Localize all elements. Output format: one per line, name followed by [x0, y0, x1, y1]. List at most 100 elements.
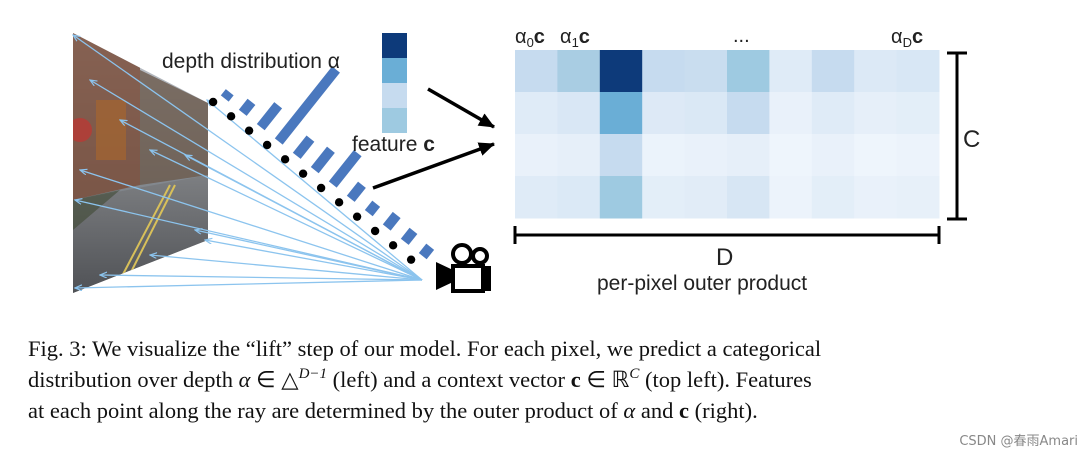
outer-product-label: per-pixel outer product [597, 272, 807, 295]
grid-cell-r2-c1 [557, 134, 601, 177]
ray-12 [205, 240, 423, 281]
sample-point-1 [226, 112, 236, 121]
caption-l3-b: and [635, 398, 679, 423]
depth-sample-points [208, 97, 416, 264]
caption-line-3: at each point along the ray are determin… [28, 395, 1038, 426]
sample-point-11 [406, 255, 416, 264]
ray-9 [150, 255, 423, 281]
grid-cell-r0-c3 [642, 50, 686, 93]
col-label-alpha0: α0c [515, 26, 545, 50]
caption-alpha: α [238, 367, 251, 392]
sample-point-10 [388, 241, 398, 250]
caption-l3-c: (right). [688, 398, 758, 423]
grid-cell-r2-c8 [854, 134, 898, 177]
ray-5 [150, 150, 423, 281]
caption-alpha-2: α [623, 398, 636, 423]
grid-cell-r1-c0 [515, 92, 558, 135]
ray-11 [75, 279, 423, 288]
grid-cell-r0-c9 [896, 50, 940, 93]
caption-l3-a: at each point along the ray are determin… [28, 398, 624, 423]
caption-l2-b: (left) and a context vector [327, 367, 571, 392]
grid-cell-r2-c9 [896, 134, 940, 177]
depth-bar-8 [364, 200, 381, 217]
grid-cell-r0-c2 [599, 50, 643, 93]
grid-cell-r1-c1 [557, 92, 601, 135]
feature-to-grid-arrow [372, 142, 495, 190]
depth-bar-3 [274, 66, 340, 145]
depth-bar-5 [310, 146, 335, 174]
depth-to-grid-arrow [427, 87, 495, 129]
figure-caption: Fig. 3: We visualize the “lift” step of … [28, 333, 1038, 426]
sample-point-2 [244, 126, 254, 135]
caption-l2-a: distribution over depth [28, 367, 239, 392]
grid-cell-r2-c5 [727, 134, 770, 177]
grid-cell-r0-c7 [811, 50, 855, 93]
sample-point-3 [262, 140, 272, 150]
depth-bar-0 [220, 89, 234, 102]
caption-line-2: distribution over depth α ∈ △D−1 (left) … [28, 364, 1038, 395]
ray-1 [207, 100, 423, 281]
caption-prefix: Fig. 3: [28, 336, 87, 361]
ray-0 [73, 35, 423, 281]
outer-product-grid [515, 50, 940, 219]
col-label-ellipsis: ... [733, 25, 750, 47]
ray-3 [80, 170, 423, 281]
caption-in-reals: ∈ ℝ [580, 367, 630, 392]
caption-in-simplex: ∈ △ [250, 367, 299, 392]
depth-bar-4 [292, 135, 315, 159]
grid-cell-r0-c8 [854, 50, 898, 93]
grid-cell-r0-c4 [684, 50, 728, 93]
depth-distribution-bars [220, 66, 435, 260]
caption-sup-d: D−1 [298, 366, 328, 382]
grid-cell-r0-c0 [515, 50, 558, 93]
depth-bar-10 [400, 227, 418, 245]
sample-point-6 [316, 183, 326, 193]
grid-cell-r1-c9 [896, 92, 940, 135]
sample-point-4 [280, 155, 290, 164]
depth-bar-segment-2 [382, 83, 407, 108]
grid-cell-r2-c3 [642, 134, 686, 177]
depth-bar-9 [382, 211, 401, 231]
grid-cell-r3-c4 [684, 176, 728, 219]
depth-bar-7 [346, 181, 366, 202]
grid-cell-r1-c6 [769, 92, 813, 135]
grid-cell-r3-c5 [727, 176, 770, 219]
ray-2 [90, 80, 423, 281]
ray-10 [100, 275, 423, 281]
camera-rays [73, 35, 423, 288]
grid-cell-r0-c6 [769, 50, 813, 93]
sample-point-9 [370, 226, 380, 236]
depth-bar-segment-3 [382, 108, 407, 133]
grid-cell-r2-c2 [599, 134, 643, 177]
sample-point-5 [298, 169, 308, 178]
grid-cell-r3-c0 [515, 176, 558, 219]
camera-icon [436, 243, 491, 293]
depth-bar-segment-0 [382, 33, 407, 58]
c-dimension-label: C [963, 126, 980, 153]
d-dimension-bracket [513, 226, 941, 244]
ray-6 [185, 155, 423, 281]
d-dimension-label: D [716, 244, 733, 271]
caption-line-1: Fig. 3: We visualize the “lift” step of … [28, 333, 1038, 364]
depth-bar-11 [418, 243, 435, 260]
depth-bar-1 [238, 98, 256, 116]
grid-cell-r2-c0 [515, 134, 558, 177]
grid-cell-r1-c2 [599, 92, 643, 135]
caption-c-bold: c [570, 367, 581, 392]
grid-cell-r1-c8 [854, 92, 898, 135]
grid-cell-r1-c5 [727, 92, 770, 135]
depth-distribution-colorbar [382, 33, 407, 133]
grid-cell-r0-c1 [557, 50, 601, 93]
feature-c-label: feature c [352, 133, 435, 156]
grid-cell-r3-c8 [854, 176, 898, 219]
grid-cell-r1-c4 [684, 92, 728, 135]
c-dimension-bracket [947, 51, 967, 221]
depth-bar-6 [328, 150, 362, 188]
grid-cell-r3-c7 [811, 176, 855, 219]
grid-cell-r1-c7 [811, 92, 855, 135]
caption-c-bold-2: c [678, 398, 689, 423]
grid-cell-r2-c7 [811, 134, 855, 177]
col-label-alphaD: αDc [891, 26, 923, 50]
grid-cell-r1-c3 [642, 92, 686, 135]
